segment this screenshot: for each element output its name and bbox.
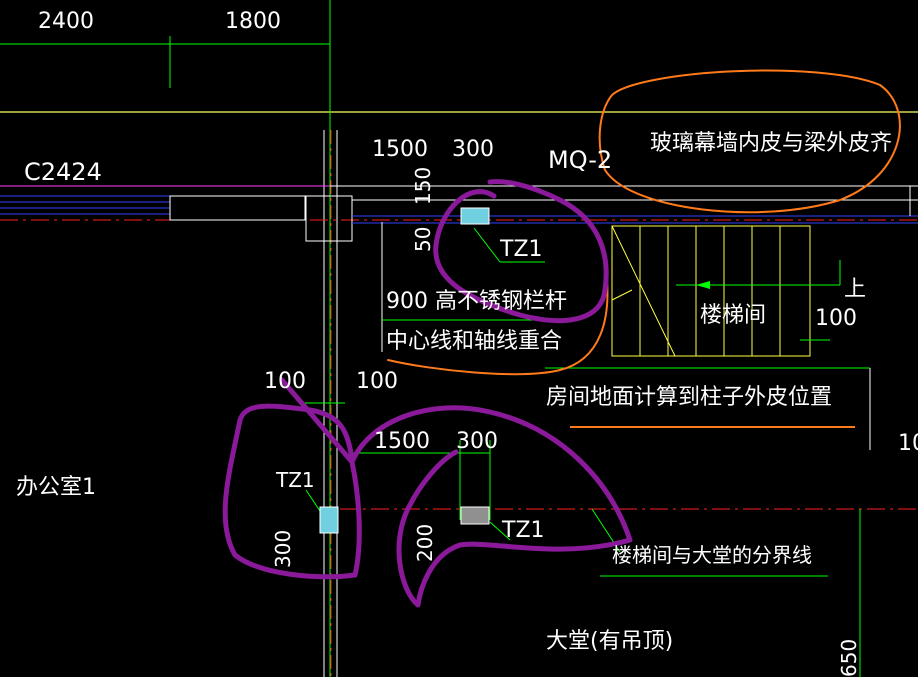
tz1-lower-left-leader [305, 489, 323, 515]
note-railing-line1: 900 高不锈钢栏杆 [386, 289, 567, 314]
purple-loop-upper [433, 179, 609, 324]
dim-100-stair: 100 [815, 306, 857, 331]
dim-200-vertical: 200 [413, 524, 437, 562]
stair-arrow-head [696, 281, 710, 289]
note-railing-line2: 中心线和轴线重合 [386, 329, 562, 354]
purple-loop-lower-right [349, 405, 633, 608]
stair-outline [611, 225, 811, 357]
dim-100-left-b: 100 [356, 369, 398, 394]
rotated-dimension-text: 150 50 300 200 650 [271, 167, 861, 677]
dim-10-right: 10 [898, 431, 918, 456]
note-floor-calc: 房间地面计算到柱子外皮位置 [546, 385, 832, 410]
dim-100-left-a: 100 [264, 369, 306, 394]
tz1-label-upper: TZ1 [499, 237, 543, 262]
stair-graphic [611, 225, 811, 357]
wall-segment [169, 195, 306, 221]
hand-annotations [222, 69, 901, 608]
dim-300-upper: 300 [452, 137, 494, 162]
column-tz1-lower-left [319, 506, 339, 534]
column-tz1-lower-right [460, 506, 490, 525]
note-text: 玻璃幕墙内皮与梁外皮齐 900 高不锈钢栏杆 中心线和轴线重合 房间地面计算到柱… [386, 131, 892, 567]
dim-150-vertical: 150 [411, 167, 435, 205]
tz1-label-lower-left: TZ1 [275, 468, 315, 492]
orange-ellipse-curtain-wall [598, 69, 901, 214]
dim-300-lower-text: 300 [456, 429, 498, 454]
dim-1800: 1800 [225, 9, 281, 34]
lobby-label: 大堂(有吊顶) [546, 629, 673, 654]
stair-room-label: 楼梯间 [700, 303, 766, 328]
orange-arc-railing [387, 269, 609, 376]
dim-50-vertical: 50 [411, 227, 435, 252]
office-label: 办公室1 [16, 475, 96, 500]
dim-1500-lower-text: 1500 [374, 429, 430, 454]
dim-300-vertical: 300 [271, 530, 295, 568]
tz1-label-lower-right: TZ1 [501, 518, 545, 543]
column-upper-left [305, 195, 353, 242]
window-label-c2424: C2424 [24, 158, 102, 186]
note-boundary: 楼梯间与大堂的分界线 [612, 543, 812, 567]
dim-1500-upper: 1500 [372, 137, 428, 162]
tz1-upper-leader [473, 227, 501, 263]
stair-break-line [611, 225, 676, 357]
dim-650-vertical: 650 [837, 639, 861, 677]
column-tz1-upper [460, 207, 490, 225]
curtain-wall-label-mq2: MQ-2 [548, 146, 612, 174]
stair-zig [611, 289, 633, 301]
stair-up-label: 上 [844, 277, 866, 302]
dimension-text: 2400 1800 1500 300 100 100 1500 300 100 … [38, 9, 918, 456]
dim-2400: 2400 [38, 9, 94, 34]
tz1-lower-right-leader [489, 521, 511, 541]
purple-loop-lower-left [222, 377, 362, 580]
label-text: C2424 MQ-2 TZ1 TZ1 TZ1 上 楼梯间 办公室1 大堂(有吊顶… [16, 146, 866, 654]
note-curtain-wall: 玻璃幕墙内皮与梁外皮齐 [650, 131, 892, 156]
